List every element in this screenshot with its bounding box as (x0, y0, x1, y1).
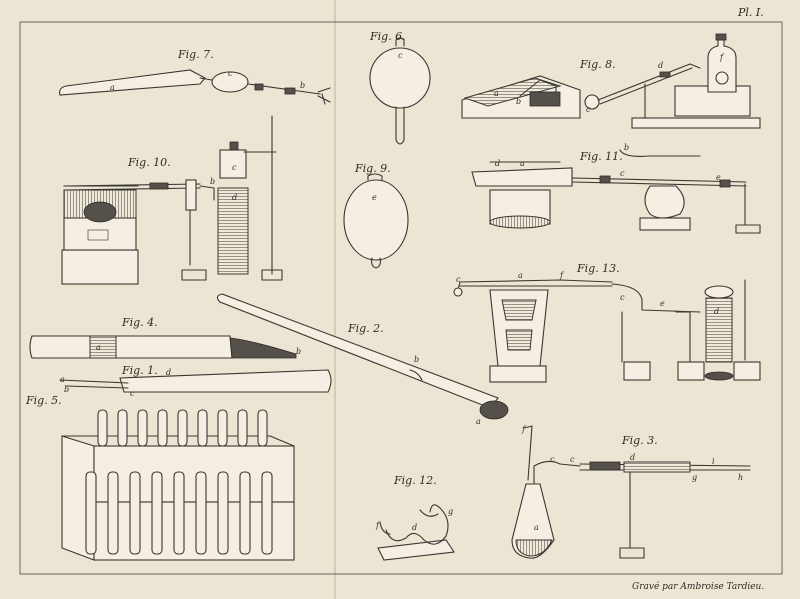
svg-text:e: e (716, 173, 721, 182)
svg-text:d: d (232, 193, 237, 202)
svg-text:b: b (516, 97, 521, 106)
svg-text:c: c (228, 69, 233, 78)
fig1-label: Fig. 1. (121, 364, 158, 377)
svg-text:b: b (624, 143, 629, 152)
svg-text:d: d (658, 61, 663, 70)
figure-6-round-flask: Fig. 6. c (369, 30, 431, 145)
figure-4-tube: Fig. 4. a b (29, 316, 301, 359)
figure-12-bent-tube: Fig. 12. f d g (375, 474, 455, 561)
svg-text:d: d (714, 307, 719, 316)
svg-text:a: a (534, 523, 539, 532)
svg-text:c: c (586, 105, 591, 114)
svg-text:f: f (719, 53, 725, 62)
svg-text:c: c (550, 455, 555, 464)
figure-13-apparatus: Fig. 13. c a f c e d (453, 262, 761, 383)
svg-text:d: d (166, 368, 171, 377)
figure-10-furnace-apparatus: Fig. 10. b c d (61, 115, 283, 285)
svg-text:e: e (660, 299, 665, 308)
svg-text:b: b (64, 385, 69, 394)
svg-text:c: c (232, 163, 237, 172)
plate-number: Pl. I. (737, 6, 764, 19)
test-tubes-back-row (97, 409, 268, 447)
svg-text:c: c (130, 389, 135, 398)
svg-text:a: a (494, 89, 499, 98)
svg-text:a: a (518, 271, 523, 280)
svg-text:b: b (300, 81, 305, 90)
engraver-credit: Gravé par Ambroise Tardieu. (632, 581, 764, 592)
svg-text:e: e (372, 193, 377, 202)
fig10-label: Fig. 10. (127, 156, 171, 169)
plate-border (19, 21, 783, 575)
figure-9-flask: Fig. 9. e (343, 162, 409, 269)
svg-text:c: c (398, 51, 403, 60)
figure-7-tube-with-bulb: Fig. 7. a c b (59, 48, 331, 105)
fig7-label: Fig. 7. (177, 48, 214, 61)
svg-text:f: f (559, 271, 565, 280)
svg-text:h: h (738, 473, 743, 482)
svg-text:a: a (110, 83, 115, 92)
svg-text:g: g (692, 473, 697, 482)
fig2-label: Fig. 2. (347, 322, 384, 335)
svg-text:d: d (495, 159, 500, 168)
test-tubes-front-row (85, 471, 273, 555)
svg-text:a: a (96, 343, 101, 352)
fig13-label: Fig. 13. (576, 262, 620, 275)
svg-text:b: b (296, 347, 301, 356)
svg-text:c: c (620, 293, 625, 302)
figure-2-diagonal-tube: Fig. 2. b a (216, 293, 509, 426)
svg-text:b: b (210, 177, 215, 186)
svg-text:c: c (456, 275, 461, 284)
svg-text:d: d (630, 453, 635, 462)
figure-5-test-tube-rack: Fig. 5. (25, 394, 295, 561)
svg-text:a: a (476, 417, 481, 426)
fig12-label: Fig. 12. (393, 474, 437, 487)
figure-8-apparatus: Fig. 8. a b c d f (461, 33, 761, 129)
svg-text:i: i (712, 457, 715, 466)
fig9-label: Fig. 9. (354, 162, 391, 175)
svg-text:c: c (570, 455, 575, 464)
svg-text:g: g (448, 507, 453, 516)
svg-text:b: b (414, 355, 419, 364)
svg-text:f: f (375, 521, 381, 530)
svg-text:a: a (60, 375, 65, 384)
figure-3-flask-apparatus: Fig. 3. f c c d g i h a (511, 425, 751, 559)
fig3-label: Fig. 3. (621, 434, 658, 447)
fig8-label: Fig. 8. (579, 58, 616, 71)
svg-text:d: d (412, 523, 417, 532)
svg-text:f: f (521, 425, 527, 434)
fig11-label: Fig. 11. (579, 150, 623, 163)
figure-11-tube-furnace: Fig. 11. d a c e b (471, 143, 761, 234)
fig6-label: Fig. 6. (369, 30, 406, 43)
fig5-label: Fig. 5. (25, 394, 62, 407)
svg-text:a: a (520, 159, 525, 168)
figure-1-tube: Fig. 1. d a b c (59, 364, 332, 398)
svg-text:c: c (620, 169, 625, 178)
fig4-label: Fig. 4. (121, 316, 158, 329)
